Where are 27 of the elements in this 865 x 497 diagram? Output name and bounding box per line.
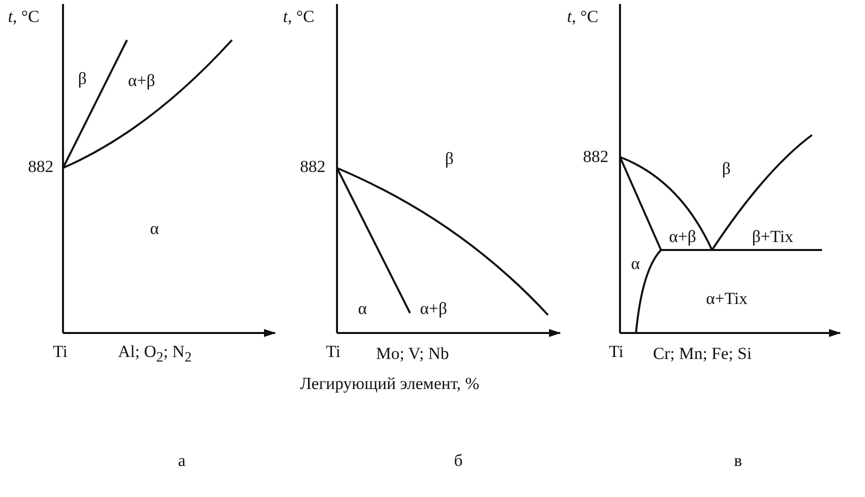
element-label: Ti xyxy=(609,343,624,362)
axis-label: t, °C xyxy=(283,8,314,27)
phase-label: β xyxy=(445,150,454,169)
axis-label: t, °C xyxy=(567,8,598,27)
element-label: Al; O$_{2}$; N$_{2}$ xyxy=(118,343,192,366)
phase-label: β xyxy=(78,70,87,89)
phase-label: α+Tix xyxy=(706,290,748,309)
temperature-value: 882 xyxy=(300,158,326,177)
panel-label: в xyxy=(734,452,742,471)
element-label: Ti xyxy=(53,343,68,362)
axis-title: Легирующий элемент, % xyxy=(300,375,480,394)
phase-label: α xyxy=(150,220,159,239)
temperature-value: 882 xyxy=(583,148,608,167)
phase-label: β xyxy=(722,160,731,179)
element-label: Cr; Mn; Fe; Si xyxy=(653,345,752,364)
phase-label: α xyxy=(358,300,367,319)
phase-label: α+β xyxy=(128,72,156,91)
phase-label: α+β xyxy=(669,228,696,247)
axis-label: t, °C xyxy=(8,8,40,27)
panel-label: б xyxy=(454,452,463,471)
element-label: Mo; V; Nb xyxy=(376,345,450,364)
temperature-value: 882 xyxy=(28,158,54,177)
element-label: Ti xyxy=(326,343,341,362)
phase-label: β+Tix xyxy=(752,228,794,247)
phase-label: α xyxy=(631,255,640,274)
phase-label: α+β xyxy=(420,300,448,319)
panel-label: а xyxy=(178,452,186,471)
